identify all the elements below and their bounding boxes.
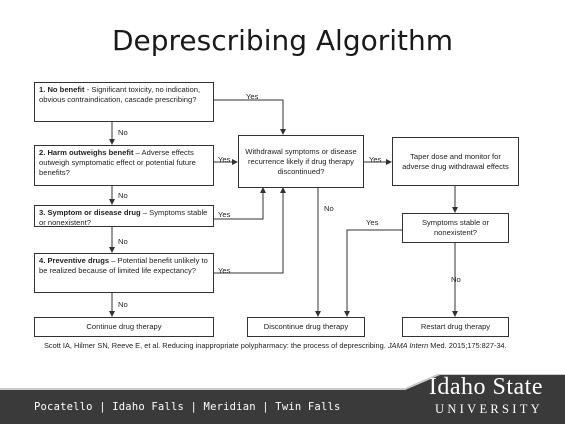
box-continue-therapy: Continue drug therapy [34, 317, 214, 337]
citation-journal: JAMA Intern [387, 341, 429, 350]
label-no-box4: No [118, 300, 128, 309]
box-stable-label: Symptoms stable or nonexistent? [421, 218, 490, 237]
box-symptoms-stable: Symptoms stable or nonexistent? [402, 213, 509, 243]
label-yes-box2: Yes [218, 155, 231, 164]
arrow-box1-yes [214, 99, 286, 135]
label-no-box3: No [118, 237, 128, 246]
box-withdrawal-label: Withdrawal symptoms or disease recurrenc… [245, 146, 357, 176]
isu-logo-name: Idaho State [428, 374, 543, 400]
box-no-benefit: 1. No benefit - Significant toxicity, no… [34, 82, 214, 122]
box-preventive-text: – Potential benefit unlikely to be reali… [39, 256, 208, 275]
label-no-stable: No [451, 275, 461, 284]
arrow-box3-yes [214, 187, 266, 220]
label-yes-withdrawal: Yes [369, 155, 382, 164]
box-harm-text: – Adverse effects outweigh symptomatic e… [39, 148, 196, 177]
citation-text: Scott IA, Hilmer SN, Reeve E, et al. Red… [44, 341, 388, 350]
box-harm-outweighs-benefit: 2. Harm outweighs benefit – Adverse effe… [34, 145, 214, 186]
label-no-withdrawal: No [324, 204, 334, 213]
box-symptom-disease-drug: 3. Symptom or disease drug – Symptoms st… [34, 205, 214, 227]
box-no-benefit-text: - Significant toxicity, no indication, o… [39, 85, 201, 104]
box-withdrawal-symptoms: Withdrawal symptoms or disease recurrenc… [238, 135, 364, 188]
box-taper-dose: Taper dose and monitor for adverse drug … [392, 137, 519, 186]
box-preventive-heading: 4. Preventive drugs [39, 256, 110, 265]
footer-accent-line [0, 374, 565, 390]
footer-dark-band [0, 374, 565, 424]
box-discontinue-therapy: Discontinue drug therapy [247, 317, 365, 337]
box-preventive-drugs: 4. Preventive drugs – Potential benefit … [34, 253, 214, 293]
label-yes-box3: Yes [218, 210, 231, 219]
label-no-box2: No [118, 191, 128, 200]
isu-logo-subtitle: UNIVERSITY [435, 402, 543, 416]
citation: Scott IA, Hilmer SN, Reeve E, et al. Red… [44, 341, 544, 351]
box-continue-label: Continue drug therapy [86, 322, 162, 331]
footer-band [0, 374, 565, 424]
arrow-stable-yes [344, 229, 402, 317]
label-yes-box4: Yes [218, 266, 231, 275]
box-taper-label: Taper dose and monitor for adverse drug … [402, 151, 509, 171]
label-yes-stable: Yes [366, 218, 379, 227]
box-restart-label: Restart drug therapy [420, 322, 491, 331]
box-no-benefit-heading: 1. No benefit [39, 85, 85, 94]
box-harm-heading: 2. Harm outweighs benefit [39, 148, 134, 157]
citation-details: Med. 2015;175:827-34. [428, 341, 507, 350]
box-symptom-heading: 3. Symptom or disease drug [39, 208, 141, 217]
arrow-box4-yes [214, 187, 286, 274]
slide-title: Deprescribing Algorithm [111, 24, 454, 57]
box-discontinue-label: Discontinue drug therapy [263, 322, 349, 331]
box-symptom-text: – Symptoms stable or nonexistent? [39, 208, 208, 227]
box-restart-therapy: Restart drug therapy [402, 317, 509, 337]
label-no-box1: No [118, 128, 128, 137]
label-yes-box1: Yes [246, 92, 259, 101]
footer-locations: Pocatello | Idaho Falls | Meridian | Twi… [34, 401, 341, 413]
